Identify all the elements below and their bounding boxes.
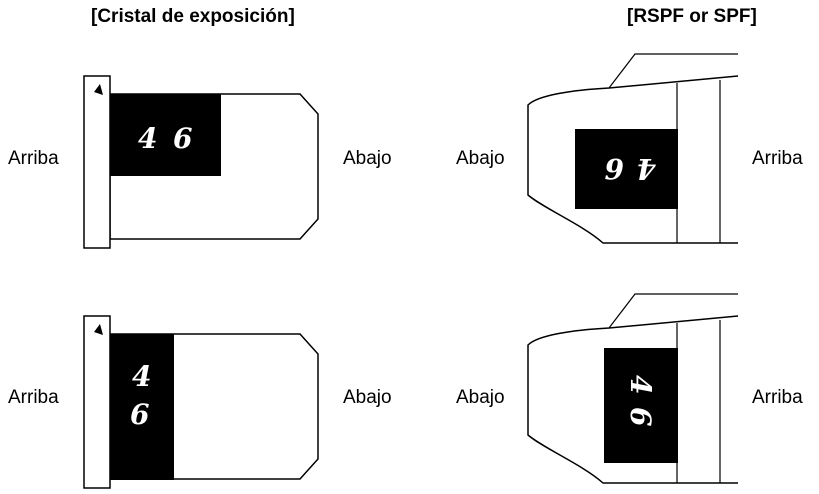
feeder-diagram-portrait: 4 6	[527, 293, 739, 484]
glyph-six: 6	[624, 407, 657, 426]
label-bottom-right-row1: Abajo	[456, 148, 505, 169]
glyph-six: 6	[605, 152, 624, 185]
glass-edge-bar	[83, 315, 111, 489]
original-document	[110, 94, 221, 176]
label-bottom-right-row2: Abajo	[456, 387, 505, 408]
label-top-left-row1: Arriba	[8, 148, 59, 169]
glass-diagram-landscape: 4 6	[83, 75, 319, 249]
glyph-six: 6	[173, 122, 192, 155]
original-document	[110, 334, 174, 480]
glyph-four: 4	[637, 152, 656, 185]
glass-edge-bar	[83, 75, 111, 249]
label-top-right-row2: Arriba	[752, 387, 803, 408]
feeder-tray-outline	[608, 293, 738, 329]
label-top-left-row2: Arriba	[8, 387, 59, 408]
heading-exposure-glass: [Cristal de exposición]	[91, 6, 295, 27]
glyph-four: 4	[132, 360, 151, 393]
label-bottom-left-row2: Abajo	[343, 387, 392, 408]
glyph-four: 4	[138, 122, 157, 155]
glyph-six: 6	[130, 398, 149, 431]
original-document	[604, 348, 678, 463]
feeder-tray-outline	[608, 53, 738, 89]
heading-rspf-spf: [RSPF or SPF]	[627, 6, 757, 27]
feeder-diagram-landscape: 4 6	[527, 53, 739, 244]
label-bottom-left-row1: Abajo	[343, 148, 392, 169]
alignment-arrow-icon	[94, 324, 103, 335]
alignment-arrow-icon	[94, 84, 103, 95]
glyph-four: 4	[624, 375, 657, 394]
label-top-right-row1: Arriba	[752, 148, 803, 169]
original-document	[575, 129, 678, 209]
glass-diagram-portrait: 4 6	[83, 315, 319, 489]
